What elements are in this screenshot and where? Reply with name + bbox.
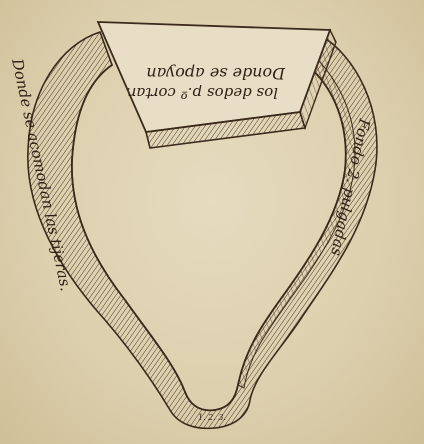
block-label-line-2: los dedos p.º cortar. (126, 84, 278, 102)
bottom-mark: 1. 2. 3. (198, 413, 226, 422)
block-label-line-1: Donde se apoyan (146, 64, 286, 83)
